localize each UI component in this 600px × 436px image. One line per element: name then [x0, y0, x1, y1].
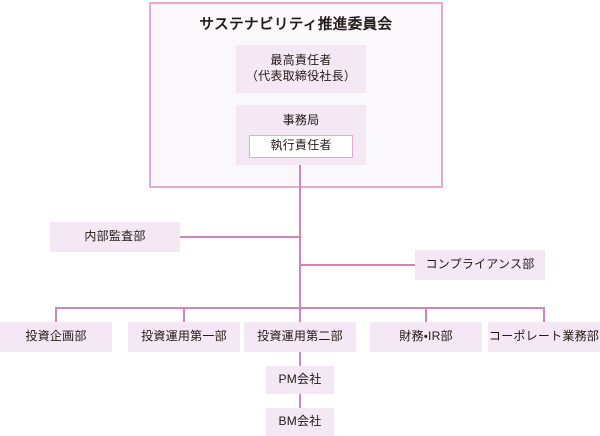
connector-division-drop-3 — [425, 307, 427, 323]
connector-to-pm — [299, 352, 301, 367]
node-pm-company: PM会社 — [266, 366, 334, 394]
connector-to-bm — [299, 394, 301, 409]
node-division-investment-planning: 投資企画部 — [0, 322, 112, 352]
connector-division-drop-2 — [299, 307, 301, 323]
connector-division-drop-0 — [55, 307, 57, 323]
committee-title: サステナビリティ推進委員会 — [199, 17, 393, 33]
connector-division-drop-1 — [183, 307, 185, 323]
node-division-corporate-operations: コーポレート業務部 — [488, 322, 600, 352]
node-chief-officer: 最高責任者 （代表取締役社長） — [236, 45, 366, 93]
node-bm-company: BM会社 — [266, 408, 334, 436]
node-secretariat-label: 事務局 — [282, 113, 320, 127]
node-division-investment-management-1: 投資運用第一部 — [128, 322, 240, 352]
connector-compliance-horizontal — [299, 264, 417, 266]
node-internal-audit: 内部監査部 — [50, 222, 180, 252]
node-division-investment-management-2: 投資運用第二部 — [244, 322, 356, 352]
node-secretariat: 事務局 執行責任者 — [236, 105, 366, 165]
node-compliance: コンプライアンス部 — [415, 250, 545, 280]
node-division-finance-ir: 財務・IR部 — [370, 322, 482, 352]
connector-division-drop-4 — [543, 307, 545, 323]
connector-audit-horizontal — [180, 236, 301, 238]
node-executive-officer: 執行責任者 — [249, 134, 353, 158]
